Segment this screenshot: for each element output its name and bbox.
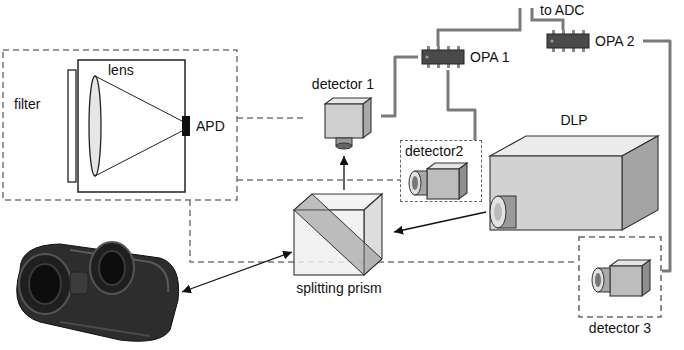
signal-wire (381, 57, 418, 116)
leader-line (237, 179, 400, 181)
part-name: APD (196, 118, 225, 134)
detail-frame (3, 50, 237, 200)
lens-symbol (89, 76, 101, 176)
filter-plate (68, 70, 76, 182)
component-label: OPA 2 (595, 33, 634, 49)
component-label: detector 1 (312, 76, 374, 92)
detector-box: detector2 (400, 140, 482, 202)
signal-wire (448, 70, 475, 140)
part-name: lens (108, 62, 134, 78)
light-path (343, 156, 344, 190)
signal-wire (438, 8, 520, 46)
part-name: filter (14, 96, 40, 112)
binoculars (17, 242, 179, 341)
light-path (394, 212, 486, 232)
dlp-projector: DLP (486, 112, 662, 232)
dlp-projector-drawing (486, 112, 662, 232)
apd-chip (182, 116, 190, 136)
signal-name: to ADC (540, 2, 584, 18)
component-label: DLP (560, 112, 587, 128)
detector-box: detector 3 (578, 236, 662, 336)
component-label: OPA 1 (470, 49, 509, 65)
component-label: splitting prism (296, 280, 382, 296)
op-amp: OPA 2 (543, 28, 643, 54)
leader-line (237, 117, 305, 119)
component-label: detector 3 (589, 320, 651, 336)
detector-housing (78, 60, 185, 192)
light-cone (95, 76, 182, 121)
op-amp: OPA 1 (418, 44, 518, 70)
component-label: detector2 (405, 143, 463, 159)
detector-box: detector 1 (305, 76, 381, 156)
light-cone (95, 131, 182, 176)
splitting-prism: splitting prism (284, 190, 394, 296)
light-path (182, 252, 292, 292)
